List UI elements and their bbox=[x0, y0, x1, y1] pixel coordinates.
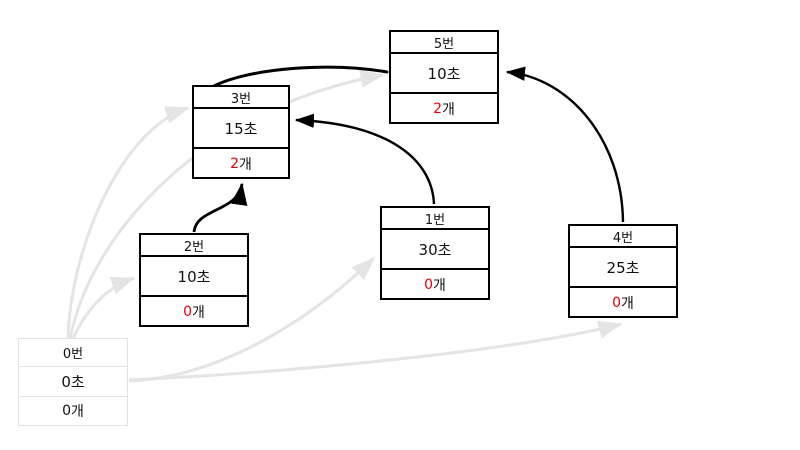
edge-5-to-3 bbox=[212, 65, 389, 88]
node-3-id: 3번 bbox=[194, 87, 288, 109]
node-4-count-unit: 개 bbox=[621, 296, 634, 312]
node-0-count-unit: 개 bbox=[71, 404, 84, 420]
node-4-id: 4번 bbox=[570, 226, 676, 248]
edge-4-to-5 bbox=[505, 66, 625, 223]
node-5-count-unit: 개 bbox=[442, 102, 455, 118]
node-1-count-number: 0 bbox=[424, 277, 434, 293]
node-1-id: 1번 bbox=[382, 208, 488, 230]
edge-0-to-2 bbox=[70, 276, 136, 342]
node-3-count-unit: 개 bbox=[239, 157, 252, 173]
node-1-time: 30초 bbox=[382, 230, 488, 270]
node-2-count-number: 0 bbox=[183, 304, 193, 320]
node-5-count-number: 2 bbox=[433, 101, 443, 117]
node-3-time: 15초 bbox=[194, 109, 288, 149]
edge-0-to-4 bbox=[128, 320, 623, 382]
node-0-time: 0초 bbox=[19, 367, 127, 397]
node-3-count-number: 2 bbox=[230, 156, 240, 172]
node-1-count-unit: 개 bbox=[433, 278, 446, 294]
node-2-count-unit: 개 bbox=[192, 305, 205, 321]
node-2-id: 2번 bbox=[141, 235, 247, 257]
node-0-id: 0번 bbox=[19, 339, 127, 367]
node-4-count-number: 0 bbox=[612, 295, 622, 311]
node-0-count-number: 0 bbox=[62, 403, 72, 419]
edge-1-to-3 bbox=[294, 113, 436, 205]
node-2-time: 10초 bbox=[141, 257, 247, 297]
node-5-time: 10초 bbox=[391, 54, 497, 94]
edge-2-to-3 bbox=[192, 182, 248, 233]
node-5-id: 5번 bbox=[391, 32, 497, 54]
node-4-time: 25초 bbox=[570, 248, 676, 288]
